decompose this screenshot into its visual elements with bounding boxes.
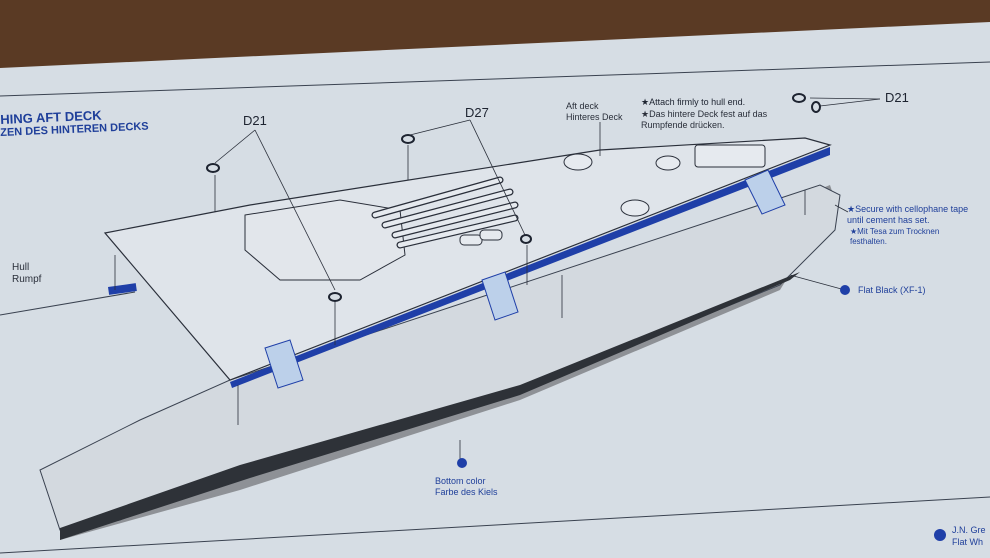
aft-deck-label-de: Hinteres Deck	[566, 112, 623, 122]
flat-black-label: Flat Black (XF-1)	[858, 285, 926, 295]
paint-pot-icons	[457, 285, 946, 541]
part-clip-icons	[206, 93, 821, 302]
leader-lines	[114, 97, 881, 465]
deck-blue-edge	[230, 147, 830, 388]
aft-deck-label-en: Aft deck	[566, 101, 599, 111]
cellophane-tape	[481, 271, 519, 321]
attach-note-de1: ★Das hintere Deck fest auf das	[641, 109, 768, 119]
gun-barrels-fill	[372, 177, 518, 248]
aft-deck	[103, 137, 832, 381]
attach-note-en: ★Attach firmly to hull end.	[641, 97, 746, 107]
turret	[244, 199, 406, 281]
cellophane-tape	[744, 169, 786, 215]
tape-note-de1: ★Mit Tesa zum Trocknen	[850, 227, 940, 236]
hull-label-en: Hull	[12, 262, 30, 273]
hull-left-extension	[0, 291, 136, 316]
bottom-color-de: Farbe des Kiels	[435, 487, 498, 497]
attach-note-de2: Rumpfende drücken.	[641, 120, 725, 130]
bottom-color-en: Bottom color	[435, 476, 486, 486]
hull-stripe	[60, 272, 800, 540]
next-paint-label-2: Flat Wh	[952, 537, 984, 547]
next-paint-label-1: J.N. Gre	[952, 525, 986, 535]
part-label-d27: D27	[465, 105, 489, 120]
part-label-d21-right: D21	[885, 90, 909, 105]
tape-note-en2: until cement has set.	[847, 215, 930, 225]
cellophane-tape	[264, 339, 304, 389]
tape-note-en1: ★Secure with cellophane tape	[847, 204, 969, 214]
frame-line-top	[0, 61, 990, 97]
part-label-d21: D21	[243, 113, 267, 128]
hull-label-de: Rumpf	[12, 274, 42, 285]
deck-fittings	[459, 144, 766, 246]
tape-note-de2: festhalten.	[850, 237, 887, 246]
frame-line-bottom	[0, 496, 990, 554]
